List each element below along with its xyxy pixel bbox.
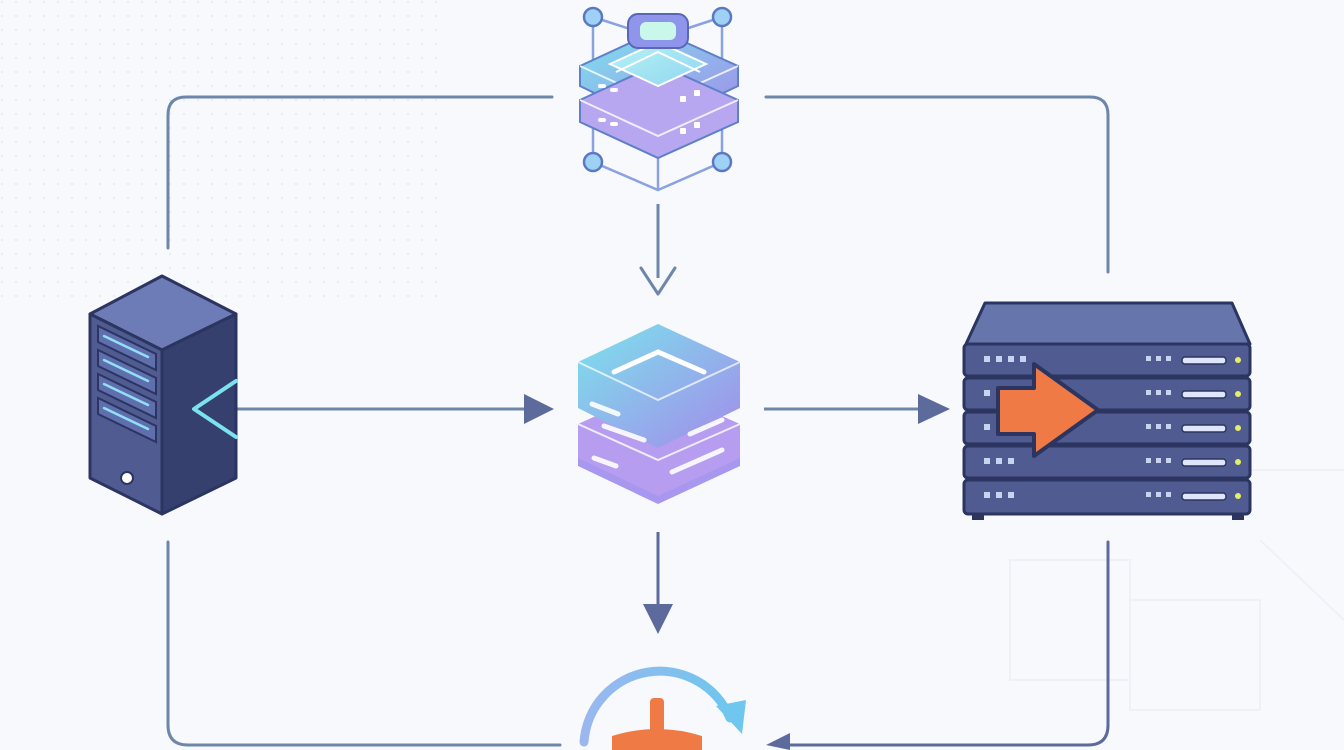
flow-arrow-center-to-rack xyxy=(764,394,950,424)
tower-server-icon xyxy=(88,274,238,516)
stacked-layers-icon xyxy=(577,324,741,504)
refresh-cycle-icon xyxy=(579,666,746,750)
top-left-connector xyxy=(166,95,554,250)
chevron-left-icon xyxy=(192,379,238,439)
bottom-right-connector xyxy=(778,540,1110,747)
flow-arrow-top-to-center xyxy=(639,204,677,296)
top-right-connector xyxy=(764,95,1110,274)
flow-arrow-center-to-bottom xyxy=(643,532,673,634)
bottom-left-connector xyxy=(166,540,562,747)
dot-texture xyxy=(0,0,440,300)
decorative-grid xyxy=(1009,469,1344,711)
rack-server-icon xyxy=(962,301,1252,520)
flow-arrow-left-to-center xyxy=(236,394,554,424)
connector-lines xyxy=(166,95,1110,747)
arrow-right-icon xyxy=(996,362,1100,458)
network-node-icon xyxy=(579,6,739,192)
flow-arrowhead-rack-to-bottom xyxy=(766,733,790,750)
